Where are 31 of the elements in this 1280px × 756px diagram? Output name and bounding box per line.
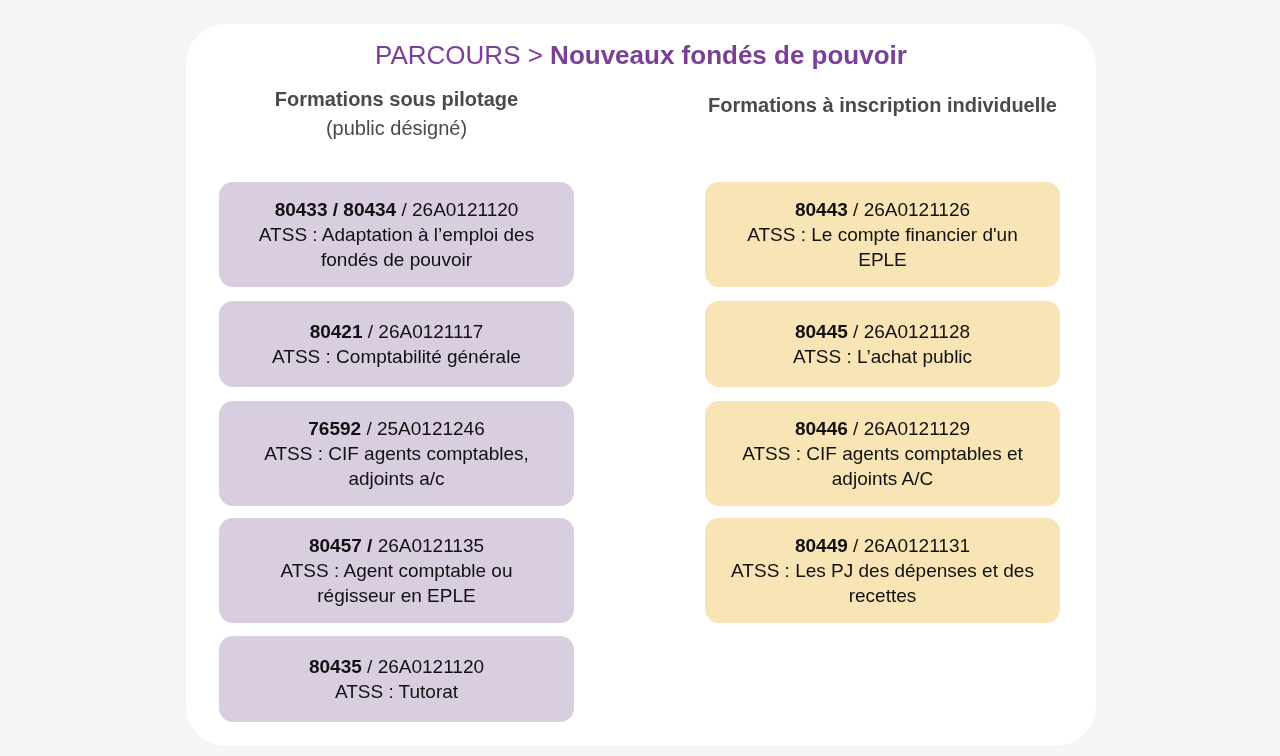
course-code: 80443 / 26A0121126 (794, 198, 970, 222)
course-box (219, 401, 574, 506)
course-box (705, 518, 1060, 623)
course-box (219, 636, 574, 722)
course-box (705, 401, 1060, 506)
course-code: 80449 / 26A0121131 (794, 534, 970, 558)
course-box (705, 301, 1060, 387)
column-heading: Formations sous pilotage (273, 88, 520, 111)
column-heading: (public désigné) (324, 117, 469, 140)
course-title: ATSS : Comptabilité générale (272, 345, 521, 369)
column-heading: Formations à inscription individuelle (707, 93, 1058, 118)
course-box (219, 182, 574, 287)
course-title: ATSS : CIF agents comptables et adjoints A/C (741, 442, 1024, 491)
course-title: ATSS : CIF agents comptables, adjoints a/c (263, 442, 530, 491)
course-box (219, 518, 574, 623)
course-title: ATSS : Tutorat (334, 680, 459, 704)
course-code: 80457 / 26A0121135 (308, 534, 485, 558)
course-title: ATSS : Les PJ des dépenses et des recettes (731, 559, 1034, 608)
course-code: 80433 / 80434 / 26A0121120 (274, 198, 519, 222)
course-title: ATSS : L’achat public (792, 345, 973, 369)
course-code: 80435 / 26A0121120 (308, 655, 484, 679)
course-code: 80445 / 26A0121128 (794, 320, 970, 344)
course-title: ATSS : Agent comptable ou régisseur en EPLE (279, 559, 514, 608)
course-title: ATSS : Le compte financier d'un EPLE (746, 223, 1019, 272)
course-code: 80446 / 26A0121129 (794, 417, 970, 441)
course-code: 76592 / 25A0121246 (308, 417, 485, 441)
title: PARCOURS > Nouveaux fondés de pouvoir (374, 40, 908, 71)
course-title: ATSS : Adaptation à l’emploi des fondés de pouvoir (257, 223, 536, 272)
course-box (705, 182, 1060, 287)
course-box (219, 301, 574, 387)
course-code: 80421 / 26A0121117 (309, 320, 484, 344)
